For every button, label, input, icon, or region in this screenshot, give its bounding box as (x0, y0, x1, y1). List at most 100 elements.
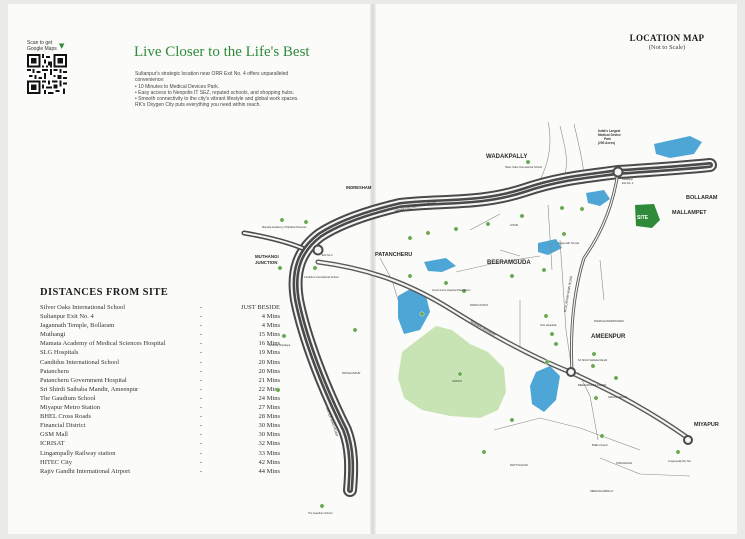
poi-dot (675, 449, 681, 455)
poi-dot (613, 375, 619, 381)
qr-arrow-icon: ▼ (59, 42, 65, 50)
label-rapti-nagar: RAPTI NAGAR (510, 463, 528, 467)
poi-dot (541, 267, 547, 273)
junction-miyapur (683, 435, 693, 445)
distance-row: Candidus International School-20 Mins (40, 358, 280, 366)
label-bhel: BHEL Flyover (592, 443, 608, 447)
label-slg: SLG Hospitals (540, 323, 557, 327)
label-saibaba: Sri Shirdi Saibaba Mandir (578, 358, 608, 362)
poi-dot (593, 395, 599, 401)
lake-patancheru (398, 288, 430, 334)
junction-sultanpur-exit (612, 166, 624, 178)
label-serilingampally: SERILINGAMPALLY (590, 489, 614, 493)
lake-patancheru-north (424, 258, 456, 272)
label-lingampally: Lingampally Rly Stn (668, 459, 691, 463)
label-medical-park: India's Largest Medical Device Park (250… (598, 129, 622, 145)
distances-title: DISTANCES FROM SITE (40, 287, 169, 298)
distance-row: Sultanpur Exit No. 4-4 Mins (40, 313, 280, 321)
poi-dot (407, 273, 413, 279)
poi-dot (281, 333, 287, 339)
poi-dot (352, 327, 358, 333)
poi-dot (590, 363, 596, 369)
area-patancheru: PATANCHERU (375, 252, 412, 258)
label-patighanpur: PATIGHANPUR (342, 371, 360, 375)
poi-dot (509, 273, 515, 279)
road-label-bollaram: BOLLARAM MAIN ROAD (563, 275, 573, 312)
poi-dot (543, 313, 549, 319)
poi-dot (453, 226, 459, 232)
poi-dot (591, 351, 597, 357)
poi-dot (553, 341, 559, 347)
map-subtitle: (Not to Scale) (648, 44, 686, 51)
poi-markers (275, 159, 681, 509)
site-label: SITE (637, 215, 649, 221)
distance-row: Financial District-30 Mins (40, 422, 280, 430)
distance-row: Lingampally Railway station-33 Mins (40, 449, 280, 457)
lake-north-east (654, 136, 702, 158)
distance-row: BHEL Cross Roads-28 Mins (40, 413, 280, 421)
distance-row: Patancheru Government Hospital-21 Mins (40, 376, 280, 384)
poi-dot (579, 206, 585, 212)
label-taranagar: TARANAGAR (616, 461, 632, 465)
label-azhok-nagar: AZHOK NAGAR (608, 395, 627, 399)
label-gaudium: The Gaudium School (308, 511, 333, 515)
distance-row: Sri Shirdi Saibaba Mandir, Ameenpur-22 M… (40, 385, 280, 393)
distance-row: SLG Hospitals-19 Mins (40, 349, 280, 357)
poi-dot (277, 265, 283, 271)
distance-row: Jagannath Temple, Bollaram-4 Mins (40, 322, 280, 330)
icrisat-green-area (398, 326, 506, 418)
area-muthangi-junction: JUNCTION (255, 260, 277, 265)
distance-row: Rajiv Gandhi International Airport-44 Mi… (40, 467, 280, 475)
poi-dot (599, 433, 605, 439)
label-govt-hospital: Government Hospital Patancheru (432, 288, 471, 292)
distance-row: The Gaudium School-24 Mins (40, 394, 280, 402)
road-label-highway: MUMBAI HIGHWAY (470, 319, 497, 337)
poi-dot (525, 159, 531, 165)
distances-list: Silver Oaks International School-JUST BE… (40, 303, 280, 476)
poi-dot (319, 503, 325, 509)
site-marker[interactable] (635, 204, 660, 228)
poi-dot (419, 311, 425, 317)
area-ameenpur: AMEENPUR (591, 334, 626, 340)
intro-text: Sultanpur's strategic location near ORR … (135, 71, 299, 109)
poi-dot (481, 449, 487, 455)
poi-dot (519, 213, 525, 219)
poi-dot (407, 235, 413, 241)
area-beeramguda: BEERAMGUDA (487, 260, 531, 266)
distance-row: GSM Mall-30 Mins (40, 431, 280, 439)
distance-row: Patancheru-20 Mins (40, 367, 280, 375)
poi-dot (279, 217, 285, 223)
lake-north (586, 190, 610, 206)
label-beeramguda-kaman: BEERAMGUDA KAMAN (578, 383, 606, 387)
qr-code-icon[interactable] (27, 54, 67, 94)
area-bollaram: BOLLARAM (686, 195, 718, 201)
area-mallampet: MALLAMPET (672, 210, 707, 216)
label-exit-3: Exit No.3 (322, 253, 333, 257)
label-gitam: GITAM (510, 223, 518, 227)
poi-dot (443, 280, 449, 286)
label-ramachandrapuram: RAMACHANDRAPURAM (594, 319, 624, 323)
poi-dot (549, 331, 555, 337)
distance-row: Mamata Academy of Medical Sciences Hospi… (40, 340, 280, 348)
poi-dot (275, 387, 281, 393)
headline: Live Closer to the Life's Best (134, 44, 310, 60)
lake-south (530, 366, 560, 412)
poi-dot (303, 219, 309, 225)
lake-beeramguda (538, 239, 562, 255)
poi-dot (425, 230, 431, 236)
label-jagannath: Jagannath Temple (558, 241, 580, 245)
distance-row: ICRISAT-32 Mins (40, 440, 280, 448)
junction-beeramguda (566, 367, 576, 377)
poi-dot (312, 265, 318, 271)
label-kendriya: Kendriya Vidyalaya (268, 343, 291, 347)
label-silver-oaks: Silver Oaks International School (505, 165, 542, 169)
distance-row: HITEC City-42 Mins (40, 458, 280, 466)
distance-row: Muthangi-15 Mins (40, 331, 280, 339)
poi-dot (559, 205, 565, 211)
page-fold (370, 4, 376, 534)
label-sultanpur-exit: Sultanpur Exit No. 4 (622, 177, 634, 185)
area-muthangi: MUTHANGI (255, 254, 279, 259)
distance-row: Miyapur Metro Station-27 Mins (40, 404, 280, 412)
